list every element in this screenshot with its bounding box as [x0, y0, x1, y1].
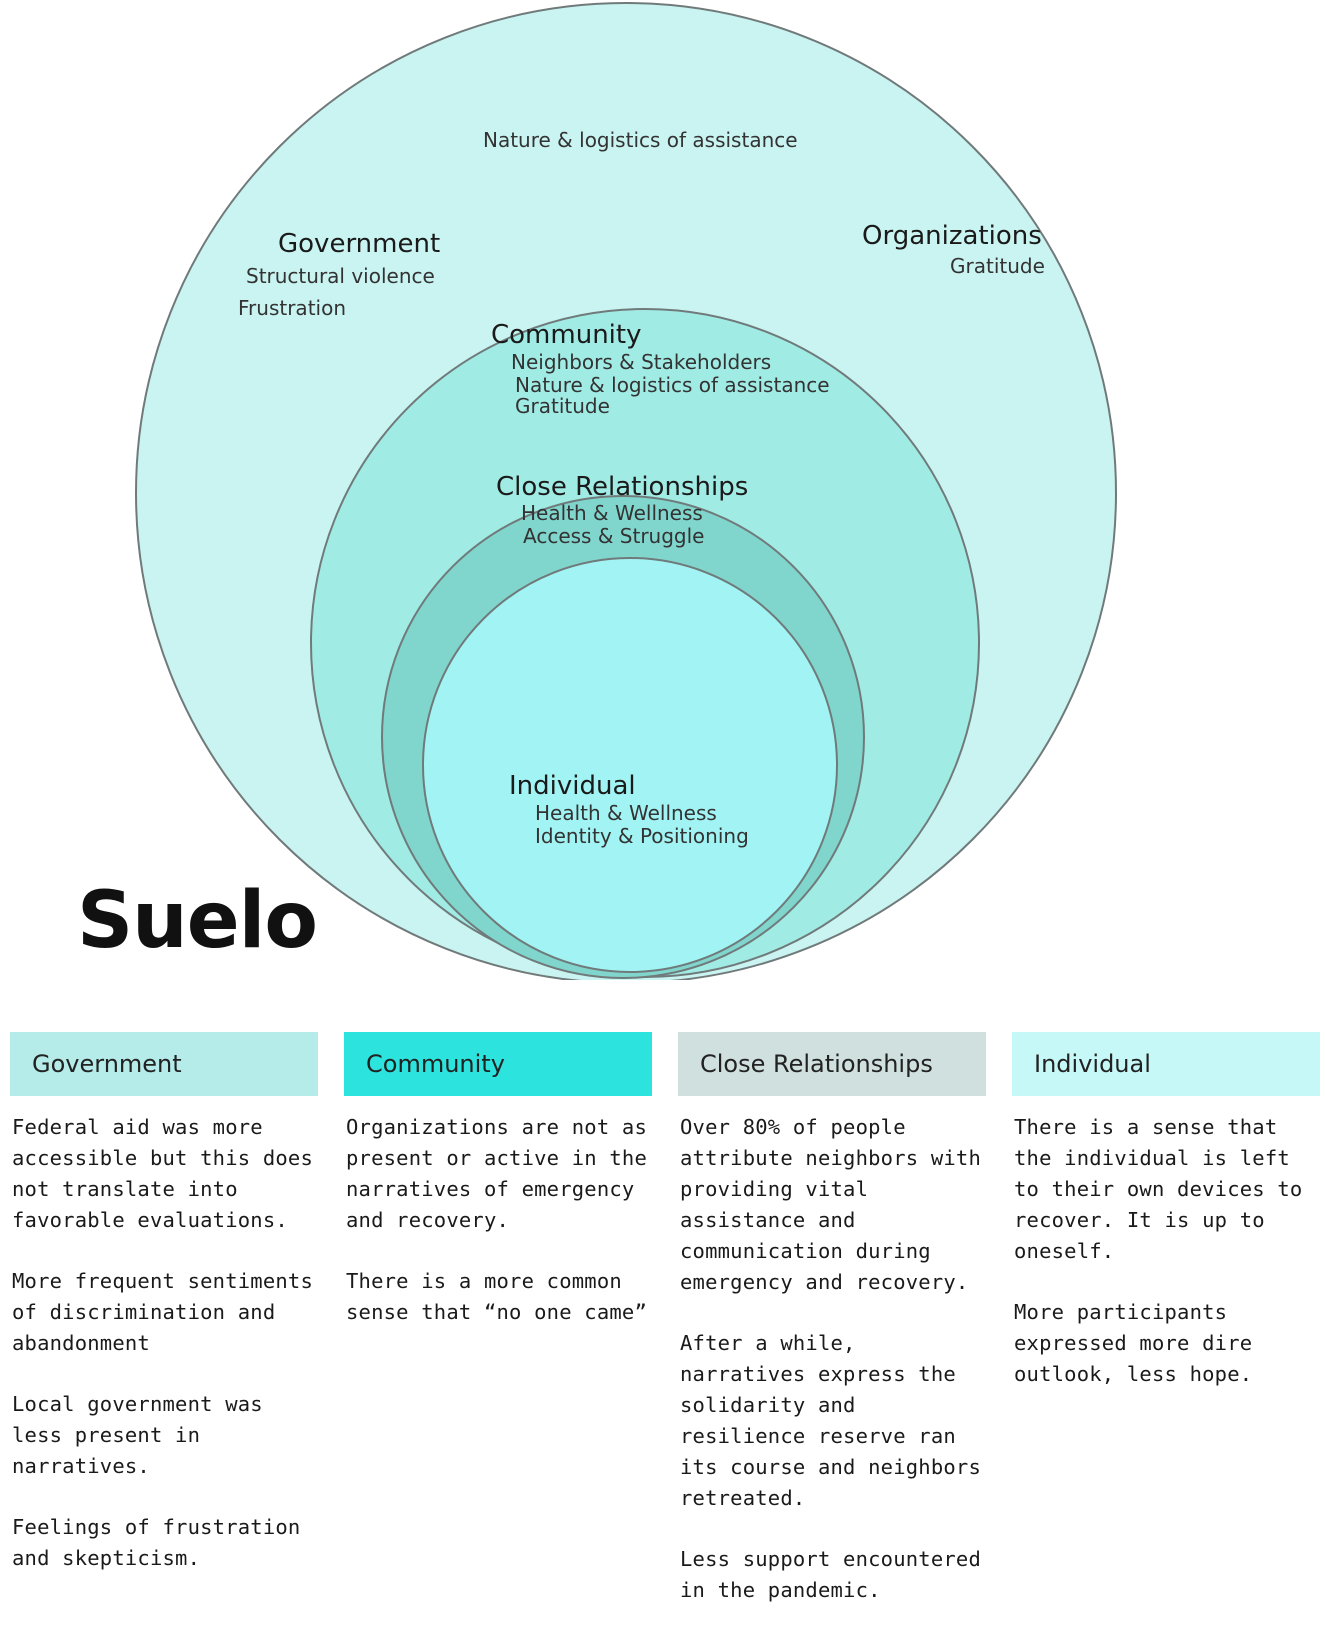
- individual-title: Individual: [509, 771, 636, 801]
- column-paragraph: There is a more common sense that “no on…: [346, 1269, 648, 1324]
- individual-item: Health & Wellness: [535, 801, 717, 825]
- individual-item: Identity & Positioning: [535, 824, 749, 848]
- column-government: Government Federal aid was more accessib…: [10, 1032, 318, 1604]
- nested-circles-diagram: Nature & logistics of assistance Governm…: [135, 2, 1117, 980]
- column-paragraph: More frequent sentiments of discriminati…: [12, 1269, 314, 1355]
- place-name: Suelo: [77, 876, 318, 966]
- column-paragraph: Organizations are not as present or acti…: [346, 1115, 648, 1232]
- column-body: Organizations are not as present or acti…: [344, 1096, 652, 1328]
- government-item: Frustration: [238, 296, 346, 320]
- column-paragraph: There is a sense that the individual is …: [1014, 1115, 1303, 1263]
- community-item: Nature & logistics of assistance: [515, 373, 830, 397]
- column-header-close-relationships: Close Relationships: [678, 1032, 986, 1096]
- community-item: Neighbors & Stakeholders: [511, 350, 771, 374]
- column-body: There is a sense that the individual is …: [1012, 1096, 1320, 1390]
- organizations-title: Organizations: [862, 221, 1042, 251]
- column-paragraph: More participants expressed more dire ou…: [1014, 1300, 1253, 1386]
- column-body: Federal aid was more accessible but this…: [10, 1096, 318, 1574]
- column-paragraph: After a while, narratives express the so…: [680, 1331, 982, 1510]
- column-header-individual: Individual: [1012, 1032, 1320, 1096]
- outer-top-label: Nature & logistics of assistance: [483, 128, 798, 152]
- column-paragraph: Feelings of frustration and skepticism.: [12, 1515, 301, 1570]
- government-item: Structural violence: [246, 264, 435, 288]
- circle-individual: [422, 557, 838, 973]
- column-paragraph: Over 80% of people attribute neighbors w…: [680, 1115, 982, 1294]
- government-title: Government: [278, 229, 440, 259]
- close-relationships-title: Close Relationships: [496, 472, 748, 502]
- column-paragraph: Local government was less present in nar…: [12, 1392, 263, 1478]
- close-relationships-item: Health & Wellness: [521, 501, 703, 525]
- column-community: Community Organizations are not as prese…: [344, 1032, 652, 1358]
- column-paragraph: Less support encountered in the pandemic…: [680, 1547, 982, 1602]
- column-header-government: Government: [10, 1032, 318, 1096]
- community-item: Gratitude: [515, 394, 610, 418]
- column-header-community: Community: [344, 1032, 652, 1096]
- community-title: Community: [491, 320, 641, 350]
- close-relationships-item: Access & Struggle: [523, 524, 704, 548]
- column-paragraph: Federal aid was more accessible but this…: [12, 1115, 314, 1232]
- organizations-item: Gratitude: [950, 254, 1045, 278]
- column-close-relationships: Close Relationships Over 80% of people a…: [678, 1032, 986, 1636]
- column-body: Over 80% of people attribute neighbors w…: [678, 1096, 986, 1606]
- column-individual: Individual There is a sense that the ind…: [1012, 1032, 1320, 1420]
